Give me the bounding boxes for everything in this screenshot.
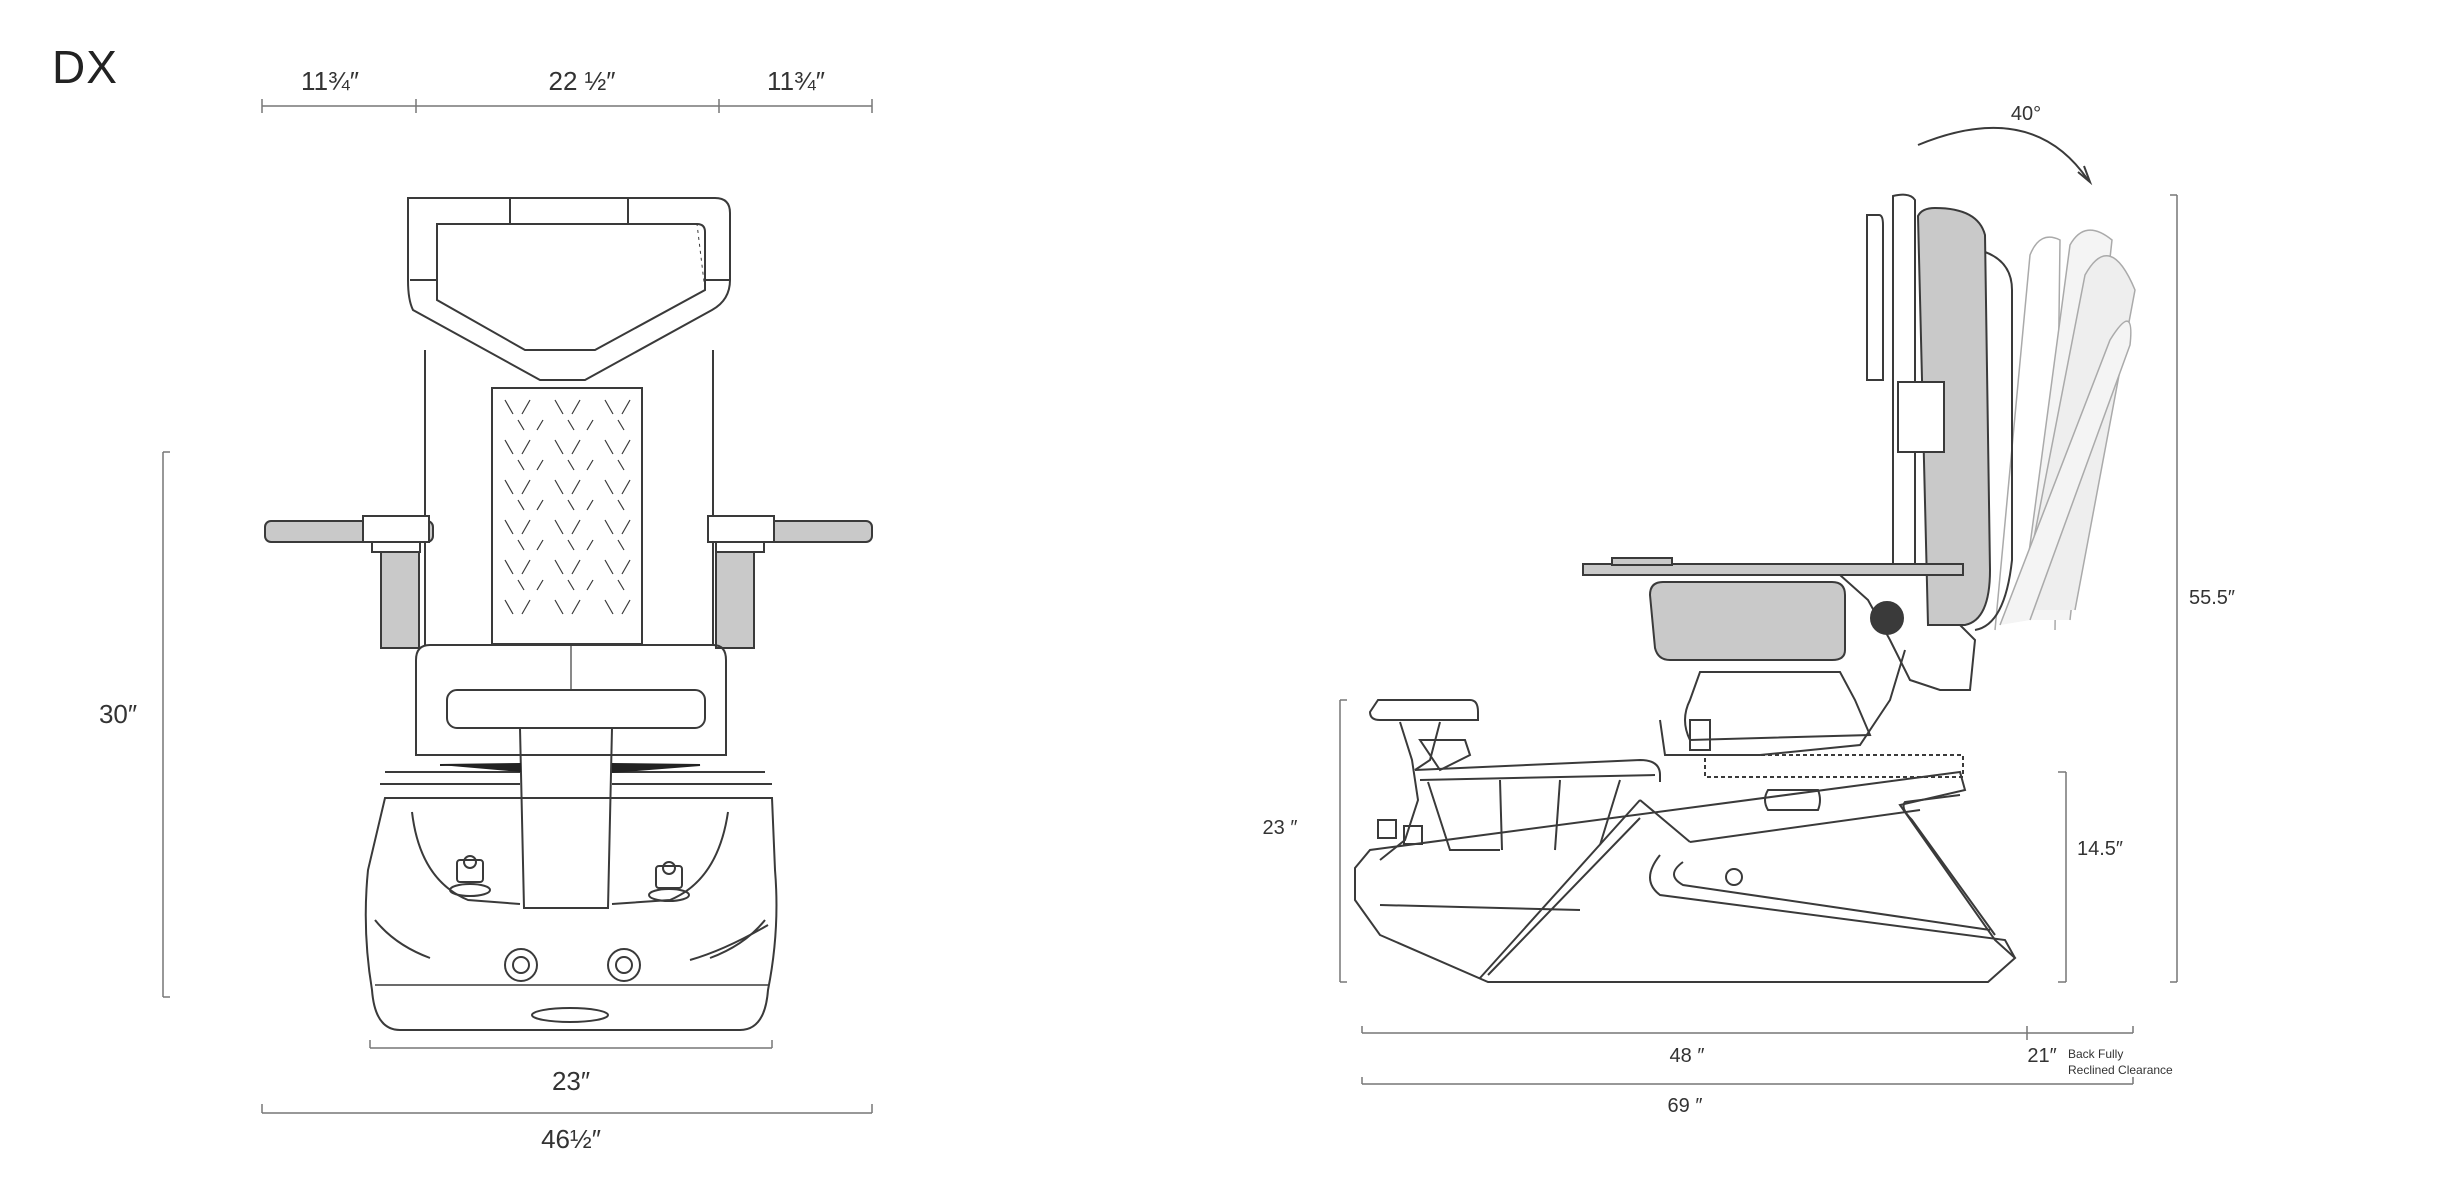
side-backrest bbox=[1866, 193, 2013, 631]
front-foot-tray bbox=[380, 762, 772, 785]
side-dimension-lines bbox=[1339, 194, 2178, 1085]
side-seat bbox=[1582, 557, 1977, 756]
overall-length-dimension-line bbox=[1361, 1077, 2134, 1085]
dim-height: 30″ bbox=[99, 699, 137, 729]
dim-overall-height: 55.5″ bbox=[2189, 587, 2235, 609]
front-headrest bbox=[407, 197, 731, 381]
base-width-dimension-line bbox=[369, 1040, 773, 1049]
top-dimension-line bbox=[261, 99, 873, 113]
side-view bbox=[1354, 127, 2136, 983]
dim-base-width: 23″ bbox=[552, 1066, 590, 1096]
front-footrest-post bbox=[518, 727, 614, 909]
height-dimension-line bbox=[162, 451, 170, 998]
basin-height-dimension-line bbox=[1339, 699, 1347, 983]
front-right-armrest bbox=[707, 515, 873, 649]
front-view bbox=[162, 99, 873, 1114]
dim-recline-clearance: 21″ bbox=[2027, 1045, 2056, 1067]
overall-height-dimension-line bbox=[2170, 194, 2178, 983]
dim-top-left: 11¾″ bbox=[301, 66, 359, 96]
recline-clearance-note-line2: Reclined Clearance bbox=[2068, 1063, 2173, 1077]
dim-top-right: 11¾″ bbox=[767, 66, 825, 96]
side-basin bbox=[1414, 758, 1661, 851]
front-basin bbox=[364, 797, 778, 1031]
front-jets bbox=[504, 948, 641, 1023]
reclined-backrest-ghost bbox=[1994, 229, 2136, 631]
front-view-labels: 11¾″ 22 ½″ 11¾″ 30″ 23″ 46½″ bbox=[99, 66, 825, 1154]
recline-angle-label: 40° bbox=[2011, 103, 2041, 125]
dim-length: 48 ″ bbox=[1670, 1045, 1705, 1067]
side-view-labels: 40° 55.5″ 23 ″ 14.5″ 48 ″ 21″ Back Fully… bbox=[1263, 103, 2235, 1117]
front-seat bbox=[415, 644, 727, 756]
dim-basin-height: 23 ″ bbox=[1263, 817, 1298, 839]
side-pedestal bbox=[1354, 770, 2017, 983]
dim-top-center: 22 ½″ bbox=[548, 66, 615, 96]
front-backrest bbox=[424, 350, 714, 645]
front-left-armrest bbox=[264, 515, 434, 649]
front-water-knob-left bbox=[449, 855, 491, 897]
dim-seat-height: 14.5″ bbox=[2077, 838, 2123, 860]
recline-clearance-note-line1: Back Fully bbox=[2068, 1047, 2123, 1061]
side-base bbox=[1704, 754, 1964, 811]
dim-overall-width: 46½″ bbox=[541, 1124, 601, 1154]
length-dimension-line bbox=[1361, 1026, 2134, 1040]
front-water-knob-right bbox=[648, 861, 690, 902]
model-title: DX bbox=[52, 41, 118, 93]
recline-angle-arrow bbox=[1917, 127, 2093, 186]
dim-overall-length: 69 ″ bbox=[1668, 1095, 1703, 1117]
overall-width-dimension-line bbox=[261, 1104, 873, 1114]
seat-height-dimension-line bbox=[2058, 771, 2067, 983]
